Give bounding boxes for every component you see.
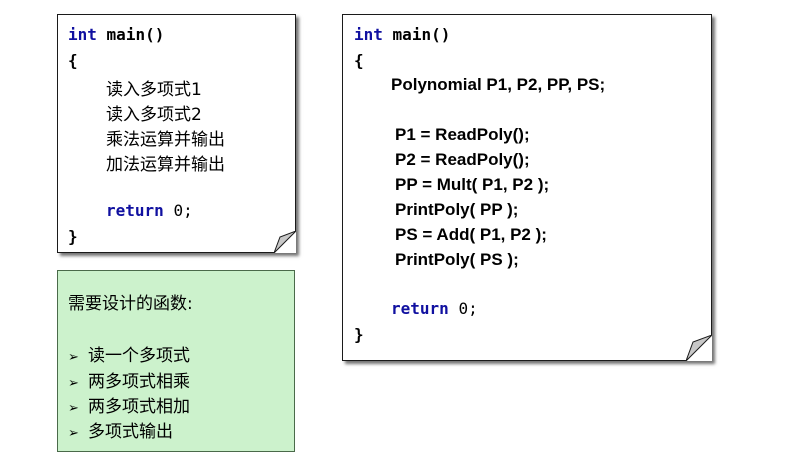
arrow-bullet-icon: ➢ (68, 401, 79, 416)
page-fold-icon (686, 335, 712, 361)
step-read-poly-2: 读入多项式2 (106, 105, 202, 125)
left-open-brace: { (68, 51, 78, 70)
function-item-label: 两多项式相加 (88, 397, 190, 417)
right-main-signature: int main() (354, 25, 450, 44)
left-main-signature: int main() (68, 25, 164, 44)
functions-to-design-box: 需要设计的函数: ➢ 读一个多项式 ➢ 两多项式相乘 ➢ 两多项式相加 ➢ 多项式输出 (57, 270, 295, 452)
page-fold-icon (274, 231, 296, 253)
function-item-read: ➢ 读一个多项式 (68, 341, 190, 366)
left-close-brace: } (68, 227, 78, 246)
step-read-poly-1: 读入多项式1 (106, 80, 202, 100)
arrow-bullet-icon: ➢ (68, 350, 79, 365)
arrow-bullet-icon: ➢ (68, 376, 79, 391)
right-open-brace: { (354, 51, 364, 70)
function-item-multiply: ➢ 两多项式相乘 (68, 367, 190, 392)
step-add-output: 加法运算并输出 (106, 155, 225, 175)
code-line-print-pp: PrintPoly( PP ); (395, 200, 519, 219)
code-line-add: PS = Add( P1, P2 ); (395, 225, 547, 244)
int-keyword: int (354, 25, 383, 44)
function-item-label: 两多项式相乘 (88, 372, 190, 392)
function-item-add: ➢ 两多项式相加 (68, 392, 190, 417)
right-return-statement: return 0; (391, 299, 478, 318)
code-line-read-p1: P1 = ReadPoly(); (395, 125, 530, 144)
right-close-brace: } (354, 325, 364, 344)
return-value: 0; (458, 299, 478, 318)
return-value: 0; (173, 201, 193, 220)
code-line-print-ps: PrintPoly( PS ); (395, 250, 519, 269)
main-function-name: main() (392, 25, 451, 44)
return-keyword: return (391, 299, 449, 318)
polynomial-declaration: Polynomial P1, P2, PP, PS; (391, 75, 606, 94)
pseudocode-note: int main() { 读入多项式1 读入多项式2 乘法运算并输出 加法运算并… (57, 14, 296, 253)
step-multiply-output: 乘法运算并输出 (106, 130, 225, 150)
function-item-label: 多项式输出 (88, 422, 173, 442)
functions-box-title: 需要设计的函数: (68, 294, 193, 314)
function-item-label: 读一个多项式 (88, 346, 190, 366)
arrow-bullet-icon: ➢ (68, 426, 79, 441)
function-item-output: ➢ 多项式输出 (68, 417, 173, 442)
int-keyword: int (68, 25, 97, 44)
left-return-statement: return 0; (106, 201, 193, 220)
return-keyword: return (106, 201, 164, 220)
code-line-mult: PP = Mult( P1, P2 ); (395, 175, 550, 194)
code-line-read-p2: P2 = ReadPoly(); (395, 150, 530, 169)
c-code-note: int main() { Polynomial P1, P2, PP, PS; … (342, 14, 712, 361)
main-function-name: main() (106, 25, 165, 44)
